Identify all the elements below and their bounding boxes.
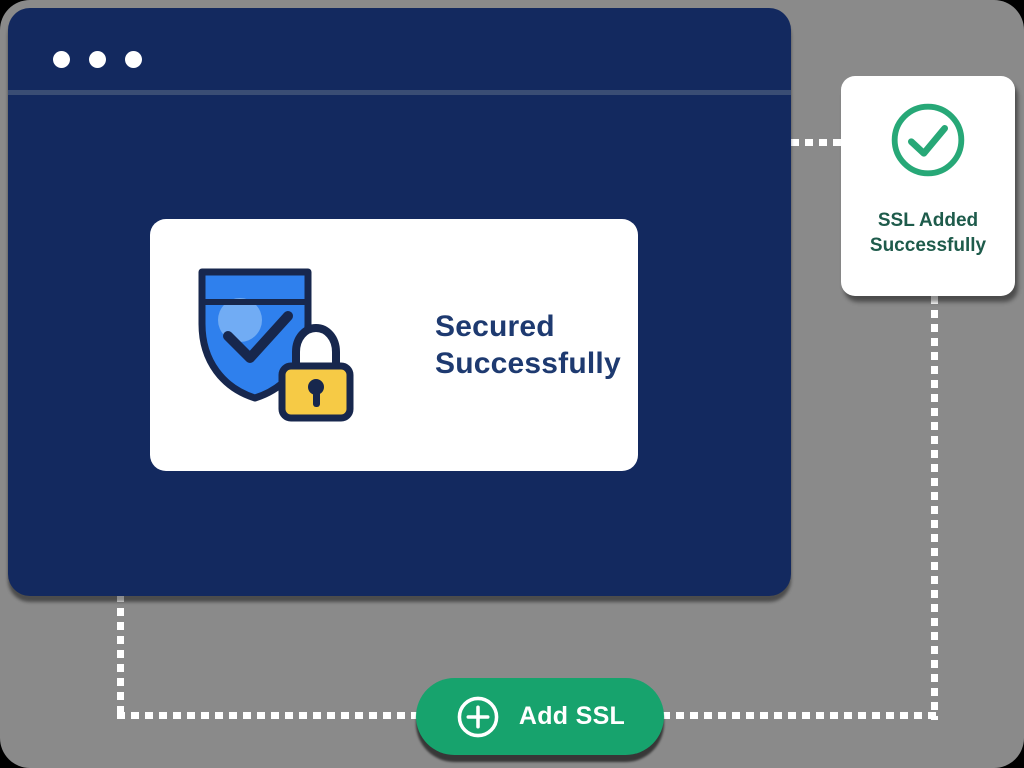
connector-bottom-left [117, 712, 419, 719]
connector-ssl-card-down [931, 296, 938, 720]
connector-window-to-ssl-card [791, 139, 843, 146]
browser-titlebar [8, 8, 791, 95]
shield-lock-illustration [190, 258, 405, 433]
ssl-status-text: SSL Added Successfully [870, 208, 986, 258]
window-control-dot [53, 51, 70, 68]
window-control-dot [125, 51, 142, 68]
secured-text-line1: Secured [435, 310, 555, 343]
ssl-text-line1: SSL Added [877, 210, 979, 231]
window-control-dot [89, 51, 106, 68]
shield-check-icon [198, 268, 312, 401]
success-check-icon [891, 103, 965, 177]
secured-card: Secured Successfully [150, 219, 638, 471]
browser-window: Secured Successfully [8, 8, 791, 596]
padlock-icon [278, 323, 354, 421]
ssl-text-line2: Successfully [869, 235, 987, 256]
connector-window-down [117, 594, 124, 720]
connector-bottom-right [662, 712, 938, 719]
add-ssl-button[interactable]: Add SSL [416, 678, 664, 755]
secured-text-line2: Successfully [435, 347, 621, 380]
secured-text: Secured Successfully [435, 308, 621, 382]
plus-icon [457, 696, 499, 737]
add-ssl-label: Add SSL [518, 702, 626, 730]
ssl-status-card: SSL Added Successfully [841, 76, 1015, 296]
